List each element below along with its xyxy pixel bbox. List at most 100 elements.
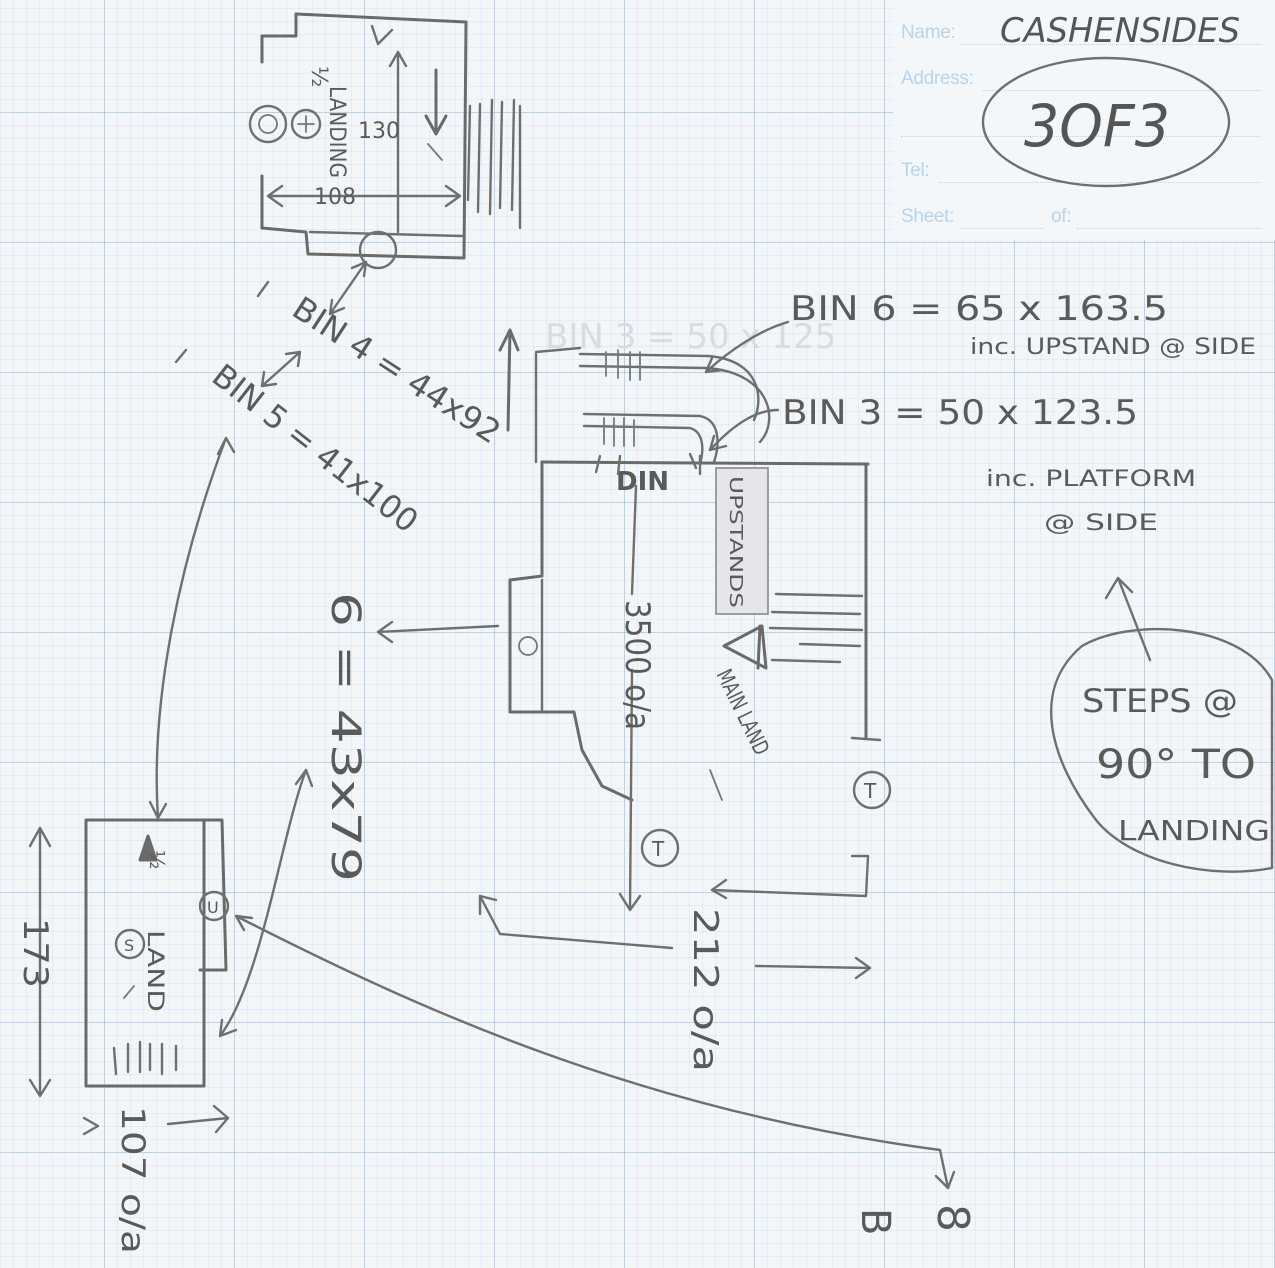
name-label: Name: xyxy=(901,22,956,43)
main-marker-t1 xyxy=(640,828,680,868)
main-landing-label: MAIN LAND xyxy=(711,666,774,760)
top-tick xyxy=(427,143,443,161)
up-arrow xyxy=(498,328,520,432)
bin5-arrow xyxy=(260,350,302,388)
bin6-dim-note: BIN 6 = 65 x 163.5 xyxy=(790,289,1168,329)
curved-step-1 xyxy=(578,352,760,422)
client-name: CASHENSIDES xyxy=(1000,11,1240,51)
steps-pointer-arrow xyxy=(1104,576,1152,662)
top-width-dim-arrow xyxy=(266,184,462,208)
bottom-up-arrow xyxy=(138,834,158,862)
address-label: Address: xyxy=(901,68,974,89)
corner-mark-8: 8 xyxy=(927,1204,978,1232)
main-door-marker xyxy=(518,636,538,656)
left-pointer-arrow xyxy=(376,620,500,644)
bottom-tick xyxy=(123,985,135,999)
bottom-marker-u-label: U xyxy=(207,898,219,917)
din-ticks xyxy=(594,452,702,476)
upper-step-hatch xyxy=(605,349,641,381)
main-landing-tick xyxy=(709,769,723,801)
bin3-dim-note: BIN 3 = 50 x 123.5 xyxy=(782,393,1138,433)
sheet-number: 3OF3 xyxy=(1024,92,1170,160)
corner-mark-b: B xyxy=(852,1208,898,1235)
bottom-width-dim: 107 o/a xyxy=(114,1106,152,1254)
main-marker-t2 xyxy=(852,770,892,810)
tel-line xyxy=(939,182,1261,183)
upper-step-outline xyxy=(534,346,582,464)
main-width-arrow-right xyxy=(710,854,870,900)
bin3-sub-note-2: @ SIDE xyxy=(1044,511,1158,536)
steps-note-bubble xyxy=(1050,627,1274,873)
main-marker-t1-label: T xyxy=(651,837,665,861)
of-line xyxy=(1077,228,1261,229)
top-marker-inner-1 xyxy=(258,114,278,134)
bottom-hatch xyxy=(112,1040,178,1076)
top-landing-plan: ½ LANDING 108 130 xyxy=(248,12,522,270)
top-landing-word: LANDING xyxy=(324,86,349,178)
main-width-arrow-far xyxy=(754,956,872,980)
curved-step-4 xyxy=(582,424,704,466)
steps-note-2: 90° TO xyxy=(1096,742,1256,788)
address-line-2 xyxy=(901,136,1261,137)
top-landing-tab xyxy=(370,24,394,46)
bottom-marker-s-label: S xyxy=(124,936,134,955)
tel-label: Tel: xyxy=(901,160,930,181)
upstands-block xyxy=(715,467,769,615)
top-width-dim: 108 xyxy=(314,185,356,210)
top-landing-notch xyxy=(260,12,298,64)
main-left-edge xyxy=(508,460,634,802)
bottom-marker-u xyxy=(198,890,230,922)
bottom-land-label: LAND xyxy=(142,930,167,1012)
bottom-landing-plan: ½ LAND S U 173 107 o/a xyxy=(15,818,230,1254)
main-depth-arrow xyxy=(618,484,642,912)
bin4-arrow xyxy=(328,260,368,316)
main-width-dim: 212 o/a xyxy=(685,908,725,1072)
top-marker-outer-2 xyxy=(290,108,322,140)
top-bottom-marker xyxy=(358,230,398,270)
bin6-pointer xyxy=(704,320,790,374)
bin6-sub-note: inc. UPSTAND @ SIDE xyxy=(970,335,1256,360)
bottom-half-label: ½ xyxy=(145,850,169,869)
form-header: Name: Address: Tel: Sheet: of: xyxy=(893,0,1275,240)
long-arrow-bin5 xyxy=(148,436,236,820)
curved-step-3 xyxy=(582,412,719,464)
right-notes: BIN 6 = 65 x 163.5 inc. UPSTAND @ SIDE B… xyxy=(782,289,1274,873)
top-down-arrow xyxy=(424,68,448,136)
bottom-height-dim: 173 xyxy=(15,918,55,988)
name-line xyxy=(961,44,1261,45)
main-top-edge xyxy=(540,460,870,466)
bin6-label: 6 = 43x79 xyxy=(322,592,368,882)
sheet-number-circle xyxy=(981,56,1231,188)
top-marker-outer-1 xyxy=(248,104,288,144)
erased-note: BIN 3 = 50 x 125 xyxy=(545,317,836,357)
bin-ticks xyxy=(174,280,270,364)
main-right-tick xyxy=(850,736,882,742)
address-line xyxy=(983,90,1261,91)
long-sweep-arrow xyxy=(234,914,956,1190)
sheet-line xyxy=(961,228,1043,229)
main-depth-dim: 3500 o/a xyxy=(617,600,657,730)
bottom-marker-s xyxy=(114,928,146,960)
main-arrow xyxy=(722,624,768,670)
top-depth-dim: 130 xyxy=(358,119,400,144)
main-stair-plan: UPSTANDS DIN 3500 o/a MAIN LAND T T 212 … xyxy=(478,320,892,1072)
bottom-width-arrow xyxy=(82,1104,230,1136)
top-hatch xyxy=(466,98,522,230)
bin3-pointer xyxy=(708,408,780,452)
bottom-height-arrow xyxy=(28,826,52,1098)
main-width-arrow-left xyxy=(478,894,674,950)
steps-note-3: LANDING xyxy=(1118,814,1270,847)
curved-step-2 xyxy=(578,364,771,444)
sheet-label: Sheet: xyxy=(901,206,955,227)
lower-step-hatch xyxy=(603,417,635,447)
din-label: DIN xyxy=(616,467,669,497)
top-landing-outline xyxy=(260,12,468,260)
bin3-sub-note-1: inc. PLATFORM xyxy=(986,467,1196,492)
main-marker-t2-label: T xyxy=(863,779,877,803)
top-depth-dim-arrow xyxy=(388,50,408,234)
upstands-label: UPSTANDS xyxy=(725,476,746,608)
of-label: of: xyxy=(1051,206,1072,227)
main-hatch xyxy=(768,592,864,664)
